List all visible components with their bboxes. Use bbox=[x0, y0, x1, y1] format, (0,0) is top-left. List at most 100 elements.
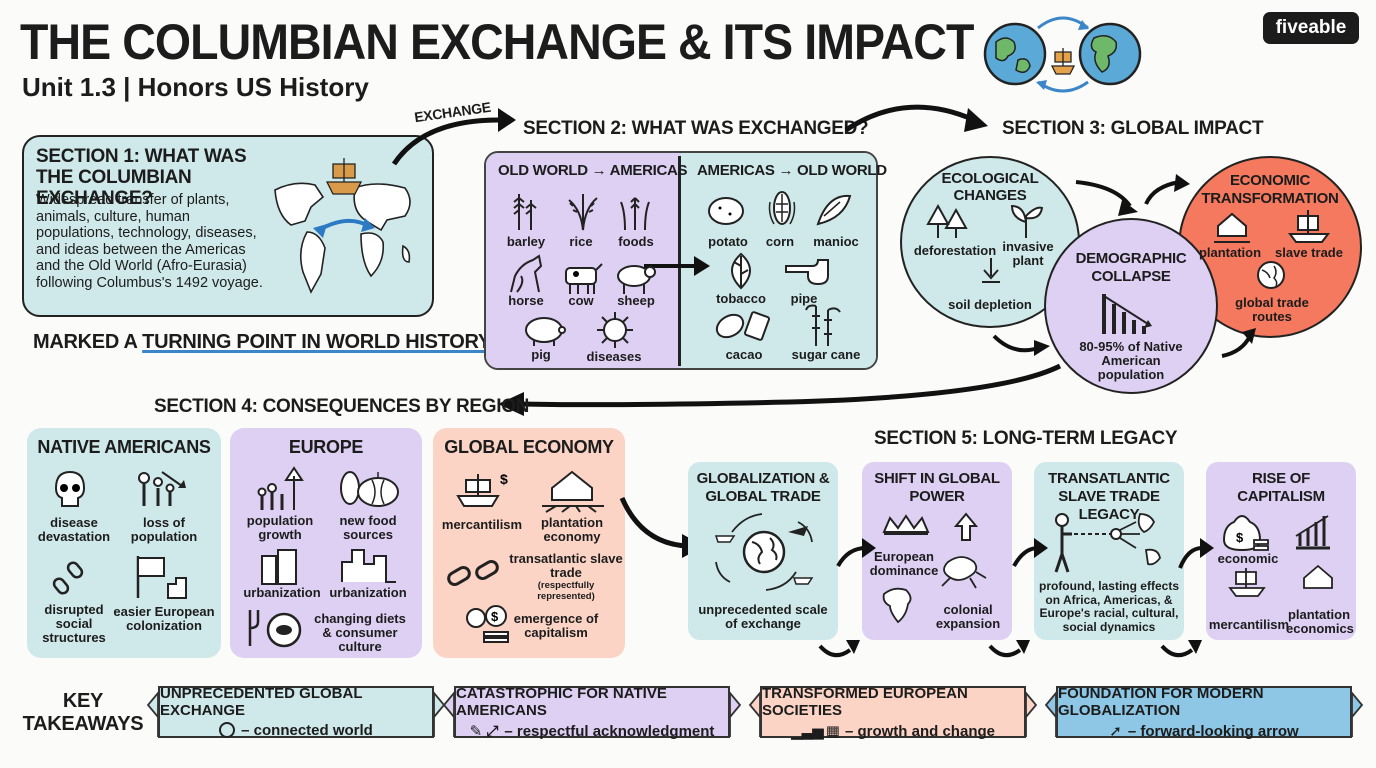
native-americans-title: NATIVE AMERICANS bbox=[37, 437, 211, 457]
impact-arrows bbox=[992, 174, 1256, 358]
cap-economic: economic bbox=[1217, 551, 1279, 566]
item-cacao: cacao bbox=[725, 347, 763, 362]
takeaway-3-title: TRANSFORMED EUROPEAN SOCIETIES bbox=[762, 684, 968, 719]
capitalism-title: RISE OF CAPITALISM bbox=[1237, 470, 1325, 505]
na-population: loss of population bbox=[130, 515, 198, 544]
ge-capitalism: emergence of capitalism bbox=[513, 611, 599, 640]
page-subtitle: Unit 1.3 | Honors US History bbox=[22, 72, 369, 102]
horse-icon bbox=[510, 254, 543, 293]
takeaways-label: KEY TAKEAWAYS bbox=[22, 690, 144, 735]
gear-coins-icon: $ bbox=[466, 605, 509, 643]
growth-chart-icon: ▁▃▅ ▦ bbox=[791, 722, 840, 740]
item-tobacco: tobacco bbox=[716, 291, 766, 306]
section1-body: Widespread transfer of plants, animals, … bbox=[36, 192, 263, 291]
capitalism-box bbox=[1206, 462, 1356, 640]
item-sheep: sheep bbox=[617, 293, 655, 308]
na-social: disrupted social structures bbox=[42, 602, 106, 645]
section1-title: SECTION 1: WHAT WAS THE COLUMBIAN EXCHAN… bbox=[36, 146, 247, 209]
legacy-arrows bbox=[818, 538, 1214, 658]
shift-power-box bbox=[862, 462, 1012, 640]
chain-icon bbox=[447, 560, 499, 586]
takeaway-4-sub: – forward-looking arrow bbox=[1127, 722, 1299, 740]
slave-legacy-box bbox=[1034, 462, 1184, 640]
skyline-icon bbox=[341, 549, 396, 583]
plantation-icon bbox=[1214, 212, 1250, 243]
plate-icon bbox=[248, 610, 302, 648]
americas-header: AMERICAS → OLD WORLD bbox=[697, 162, 887, 179]
food-icon bbox=[340, 471, 399, 507]
item-pipe: pipe bbox=[790, 291, 818, 306]
pig-icon bbox=[525, 317, 566, 346]
svg-text:$: $ bbox=[491, 609, 499, 624]
eu-urbanization-1: urbanization bbox=[243, 585, 321, 600]
cow-icon bbox=[565, 263, 603, 294]
item-cow: cow bbox=[568, 293, 594, 308]
item-horse: horse bbox=[508, 293, 544, 308]
demo-circle bbox=[1044, 218, 1218, 394]
takeaway-3: TRANSFORMED EUROPEAN SOCIETIES ▁▃▅ ▦– gr… bbox=[760, 684, 1026, 740]
item-potato: potato bbox=[708, 234, 748, 249]
item-pig: pig bbox=[531, 347, 551, 362]
eu-population: population growth bbox=[246, 513, 314, 542]
old-world-header: OLD WORLD → AMERICAS bbox=[498, 162, 688, 179]
page-title: THE COLUMBIAN EXCHANGE & ITS IMPACT bbox=[20, 14, 974, 70]
exchange-direction-arrow bbox=[644, 256, 710, 276]
section2-divider bbox=[678, 156, 681, 366]
ge-plantation: plantation economy bbox=[540, 515, 604, 544]
cacao-icon bbox=[715, 311, 770, 341]
plantation-field-icon bbox=[542, 470, 604, 513]
ge-mercantilism: mercantilism bbox=[441, 517, 523, 532]
europe-title: EUROPE bbox=[288, 437, 364, 457]
cap-plantation: plantation economics bbox=[1286, 607, 1354, 636]
feather-icon: ✎ ⤢ bbox=[469, 722, 499, 740]
takeaway-4: FOUNDATION FOR MODERN GLOBALIZATION ➚– f… bbox=[1056, 685, 1352, 740]
na-disease: disease devastation bbox=[37, 515, 111, 544]
plant-icon bbox=[1010, 204, 1044, 238]
city-icon bbox=[261, 549, 297, 585]
svg-text:$: $ bbox=[1236, 530, 1244, 545]
potato-icon bbox=[708, 197, 744, 225]
shift-expansion: colonial expansion bbox=[935, 602, 1001, 631]
item-rice: rice bbox=[569, 234, 593, 249]
soil-arrow-icon bbox=[982, 258, 1000, 283]
na-colonization: easier European colonization bbox=[113, 604, 215, 633]
globe-icon bbox=[219, 722, 236, 738]
skull-icon bbox=[54, 470, 86, 507]
arrow-to-section4 bbox=[498, 363, 1062, 416]
takeaway-2: CATASTROPHIC FOR NATIVE AMERICANS ✎ ⤢– r… bbox=[454, 685, 730, 740]
banner-tails bbox=[146, 690, 1364, 737]
item-corn: corn bbox=[765, 234, 795, 249]
chain-africa-icon bbox=[1054, 513, 1161, 573]
demo-stat: 80-95% of Native American population bbox=[1079, 339, 1183, 382]
tobacco-leaf-icon bbox=[731, 252, 751, 290]
item-manioc: manioc bbox=[813, 234, 859, 249]
section3-title: SECTION 3: GLOBAL IMPACT bbox=[1002, 118, 1264, 139]
svg-text:$: $ bbox=[500, 471, 508, 487]
trees-icon bbox=[926, 203, 968, 238]
takeaway-1-sub: – connected world bbox=[241, 722, 373, 739]
europe-box bbox=[230, 428, 422, 658]
econ-plantation: plantation bbox=[1198, 245, 1262, 260]
fiveable-logo: fiveable bbox=[1263, 12, 1359, 44]
ge-slave-trade: transatlantic slave trade bbox=[509, 551, 623, 580]
decline-chart-icon bbox=[1102, 294, 1152, 334]
globalization-title: GLOBALIZATION & GLOBAL TRADE bbox=[696, 470, 830, 505]
globe-icon bbox=[1257, 261, 1285, 289]
demo-title: DEMOGRAPHIC COLLAPSE bbox=[1075, 250, 1187, 285]
shift-power-title: SHIFT IN GLOBAL POWER bbox=[874, 470, 1000, 505]
econ-slave-trade: slave trade bbox=[1275, 245, 1343, 260]
flag-colony-icon bbox=[136, 556, 187, 599]
item-foods: foods bbox=[618, 234, 654, 249]
barley-icon bbox=[513, 194, 537, 230]
takeaway-1-title: UNPRECEDENTED GLOBAL EXCHANGE bbox=[160, 685, 363, 719]
slave-legacy-text: profound, lasting effects on Africa, Ame… bbox=[1038, 579, 1179, 634]
section4-title: SECTION 4: CONSEQUENCES BY REGION bbox=[154, 396, 530, 417]
ship-icon bbox=[1288, 210, 1330, 243]
item-diseases: diseases bbox=[586, 349, 642, 364]
shift-dominance: European dominance bbox=[869, 549, 939, 578]
takeaway-1: UNPRECEDENTED GLOBAL EXCHANGE – connecte… bbox=[158, 685, 434, 739]
eco-invasive: invasive plant bbox=[1002, 239, 1054, 268]
takeaway-3-sub: – growth and change bbox=[844, 722, 995, 740]
cap-mercantilism: mercantilism bbox=[1208, 617, 1290, 632]
turning-point-text: MARKED A TURNING POINT IN WORLD HISTORY bbox=[33, 331, 491, 353]
